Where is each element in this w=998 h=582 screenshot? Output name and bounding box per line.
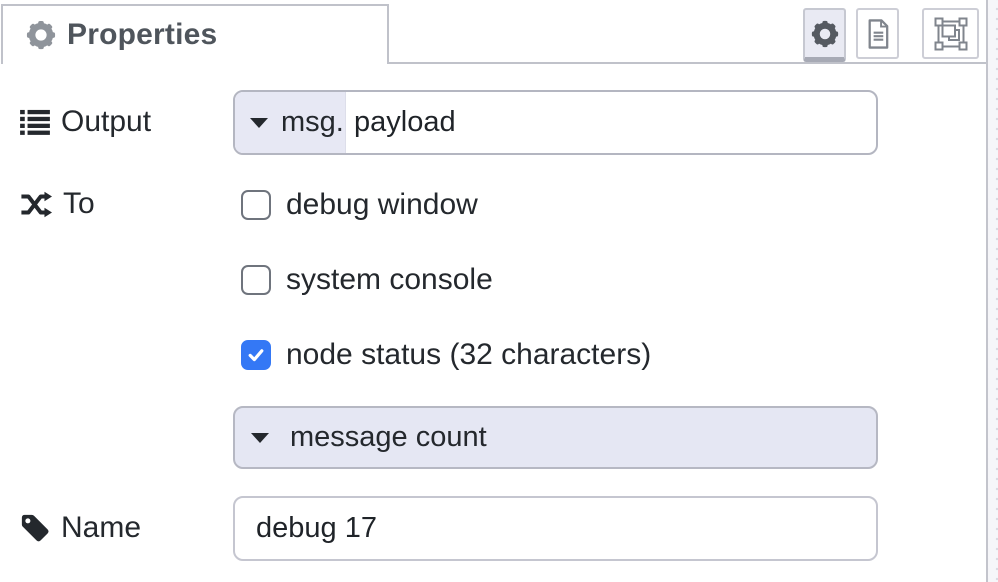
checkbox-system-console[interactable]: system console <box>241 263 493 297</box>
typed-input-type-label: msg. <box>281 106 344 138</box>
typed-input-type-button[interactable]: msg. <box>235 92 346 153</box>
workspace-grid-strip <box>988 0 998 582</box>
output-label: Output <box>61 105 152 138</box>
list-icon <box>20 109 50 135</box>
checkbox-label: system console <box>286 263 493 296</box>
description-tab-button[interactable] <box>856 8 899 59</box>
chevron-down-icon <box>250 117 268 128</box>
checkbox-debug-window[interactable]: debug window <box>241 188 478 222</box>
shuffle-icon <box>21 191 52 217</box>
status-type-label: message count <box>290 421 487 453</box>
output-row-label: Output <box>20 103 151 141</box>
checkbox-icon[interactable] <box>241 340 271 370</box>
checkbox-icon[interactable] <box>241 265 271 295</box>
checkbox-label: node status (32 characters) <box>286 338 652 371</box>
file-text-icon <box>868 18 888 49</box>
checkbox-node-status[interactable]: node status (32 characters) <box>241 338 651 372</box>
checkbox-label: debug window <box>286 188 478 221</box>
properties-tab-button[interactable] <box>803 8 846 62</box>
check-icon <box>248 349 264 362</box>
status-type-select[interactable]: message count <box>233 406 878 469</box>
name-input[interactable] <box>233 496 878 561</box>
gear-icon <box>811 20 838 47</box>
to-label: To <box>63 187 95 220</box>
checkbox-icon[interactable] <box>241 190 271 220</box>
chevron-down-icon <box>251 432 269 443</box>
appearance-tab-button[interactable] <box>922 8 979 59</box>
name-label: Name <box>61 511 142 544</box>
output-typed-input: msg. <box>233 90 878 155</box>
output-property-input[interactable] <box>346 92 876 153</box>
gear-icon <box>26 20 56 50</box>
tab-properties[interactable]: Properties <box>1 4 389 64</box>
tag-icon <box>21 514 49 542</box>
to-row-label: To <box>20 185 95 223</box>
appearance-icon <box>934 17 967 50</box>
tab-properties-label: Properties <box>67 18 218 51</box>
panel-right-border <box>986 0 988 582</box>
header-divider <box>389 62 986 64</box>
name-row-label: Name <box>20 509 141 547</box>
